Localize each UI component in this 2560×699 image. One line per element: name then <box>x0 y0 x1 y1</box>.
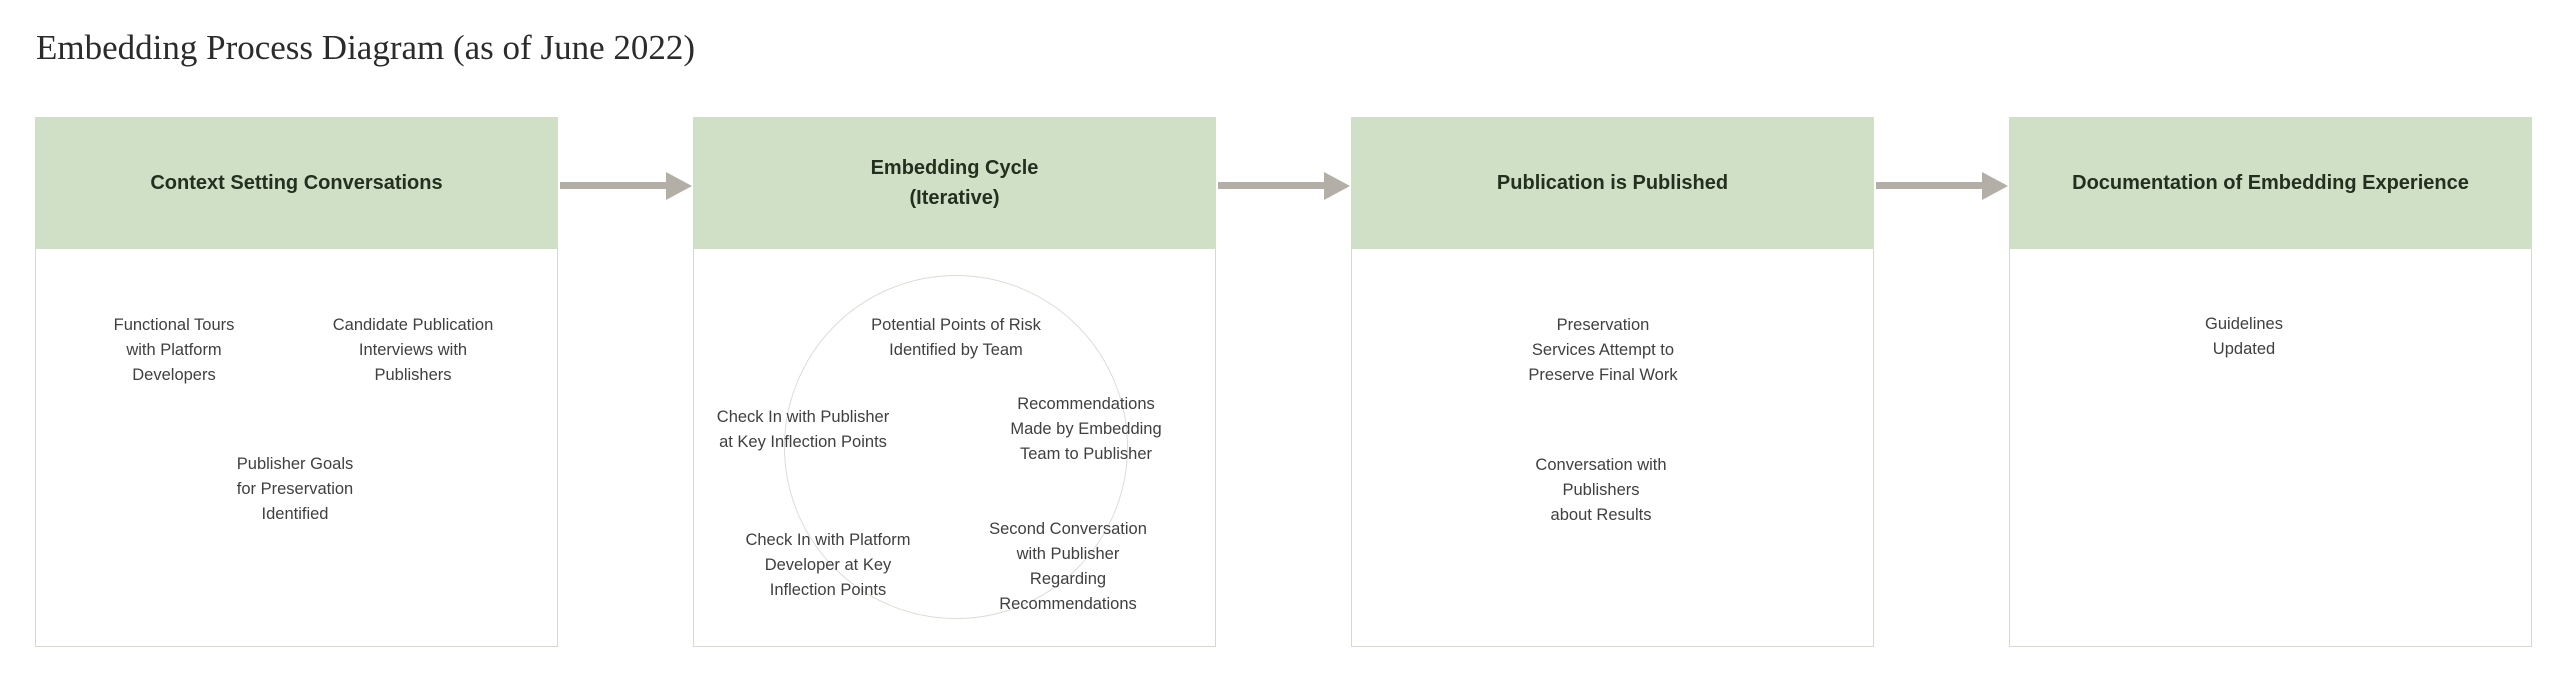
step-label: Candidate Publication Interviews with Pu… <box>332 316 494 384</box>
step-label: Potential Points of Risk Identified by T… <box>871 316 1041 359</box>
step-label: Functional Tours with Platform Developer… <box>113 316 235 384</box>
step-label: Preservation Services Attempt to Preserv… <box>1528 316 1678 384</box>
stage-publication-is-published: Publication is Published Preservation Se… <box>1351 117 1874 647</box>
stage-header: Context Setting Conversations <box>35 117 558 249</box>
stage-body: Functional Tours with Platform Developer… <box>35 249 558 647</box>
flow-arrow-icon <box>1218 172 1350 200</box>
flow-arrow-icon <box>1876 172 2008 200</box>
stage-body: Potential Points of Risk Identified by T… <box>693 249 1216 647</box>
step-label: Check In with Publisher at Key Inflectio… <box>716 408 890 451</box>
step-label: Check In with Platform Developer at Key … <box>745 531 911 599</box>
step-label: Second Conversation with Publisher Regar… <box>989 520 1147 613</box>
stage-header: Publication is Published <box>1351 117 1874 249</box>
step-label: Conversation with Publishers about Resul… <box>1535 456 1667 524</box>
stage-header: Documentation of Embedding Experience <box>2009 117 2532 249</box>
step-label: Recommendations Made by Embedding Team t… <box>1010 395 1162 463</box>
stage-documentation-of-embedding-experience: Documentation of Embedding Experience Gu… <box>2009 117 2532 647</box>
stage-embedding-cycle: Embedding Cycle (Iterative) Potential Po… <box>693 117 1216 647</box>
cycle-circle-icon <box>784 275 1128 619</box>
flow-arrow-icon <box>560 172 692 200</box>
step-label: Publisher Goals for Preservation Identif… <box>236 455 354 523</box>
step-label: Guidelines Updated <box>2205 315 2283 358</box>
stage-header: Embedding Cycle (Iterative) <box>693 117 1216 249</box>
stage-body: Preservation Services Attempt to Preserv… <box>1351 249 1874 647</box>
stage-context-setting-conversations: Context Setting Conversations Functional… <box>35 117 558 647</box>
stage-body: Guidelines Updated <box>2009 249 2532 647</box>
diagram-title: Embedding Process Diagram (as of June 20… <box>36 28 696 67</box>
